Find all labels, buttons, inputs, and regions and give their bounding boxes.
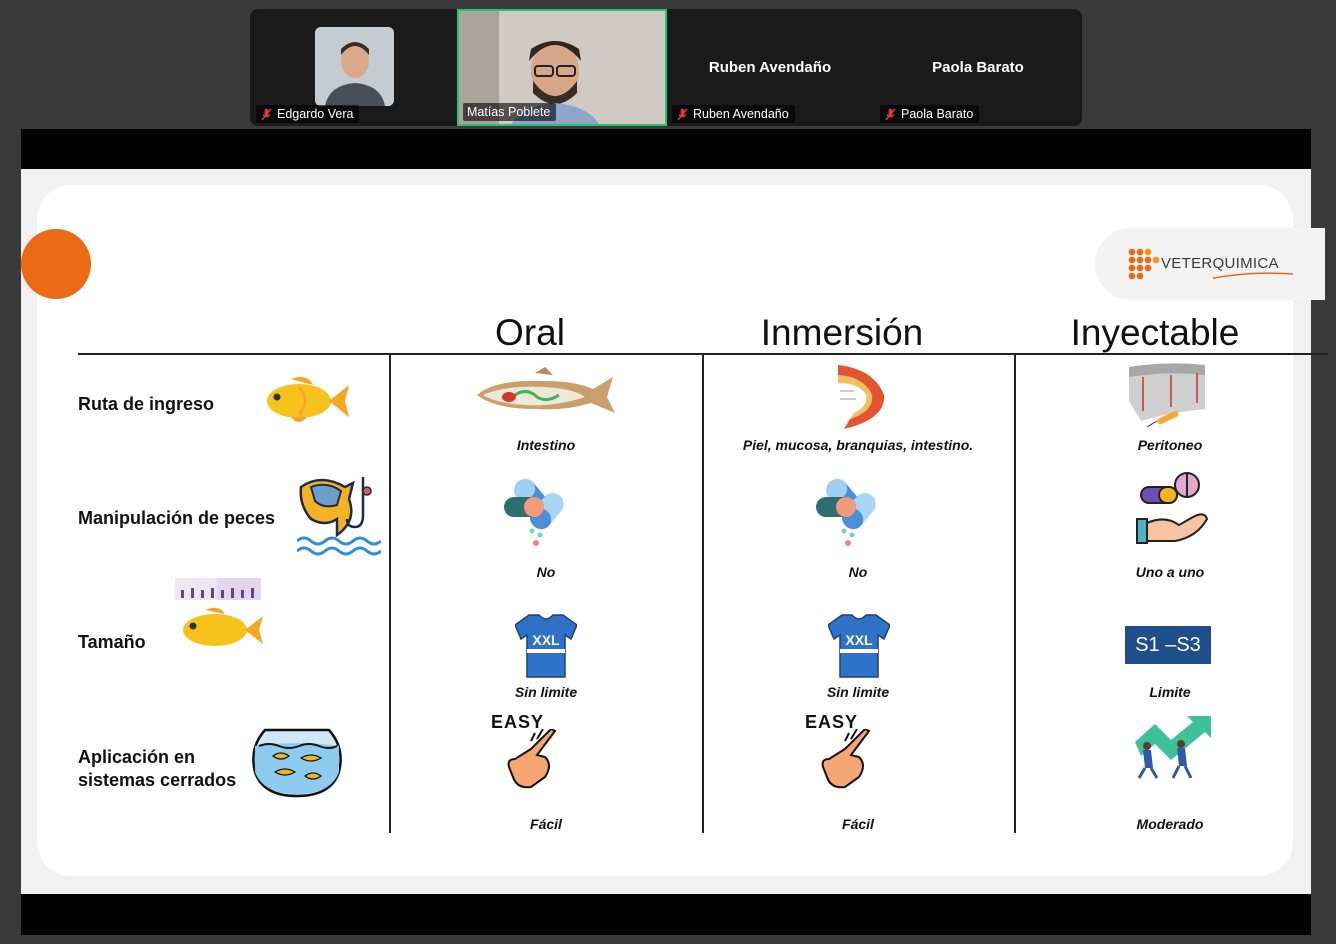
easy-label: EASY bbox=[805, 712, 859, 732]
slide-card: VETERQUIMICA Oral Inmersión Inyectable R… bbox=[21, 185, 1328, 876]
participant-tile[interactable]: Ruben Avendaño Ruben Avendaño bbox=[666, 9, 874, 126]
accent-circle bbox=[21, 229, 91, 299]
svg-text:XXL: XXL bbox=[845, 632, 873, 648]
injection-peritoneum-icon bbox=[1129, 363, 1205, 428]
participant-strip: Edgardo Vera Matías Poblete Ruben Avenda… bbox=[250, 9, 1082, 126]
pointing-hand-icon bbox=[507, 729, 557, 789]
fish-bowl-icon bbox=[252, 728, 342, 798]
active-speaker-tile[interactable]: Matías Poblete bbox=[457, 9, 667, 126]
cell-tamano-inyectable: Limite bbox=[1149, 684, 1191, 700]
pointing-hand-icon bbox=[821, 729, 871, 789]
tshirt-xxl-icon: XXL bbox=[828, 614, 890, 678]
brand-logo: VETERQUIMICA bbox=[1095, 228, 1325, 300]
participant-tile[interactable]: Edgardo Vera bbox=[250, 9, 458, 126]
slide: VETERQUIMICA Oral Inmersión Inyectable R… bbox=[21, 169, 1328, 894]
cell-ruta-inmersion: Piel, mucosa, branquias, intestino. bbox=[742, 437, 974, 453]
size-badge: S1 –S3 bbox=[1125, 626, 1211, 664]
cell-ruta-oral: Intestino bbox=[516, 437, 576, 453]
participant-name-label: Edgardo Vera bbox=[256, 105, 360, 123]
fish-hook-icon bbox=[297, 477, 381, 556]
fish-icon bbox=[267, 377, 349, 422]
logo-text: VETERQUIMICA bbox=[1161, 255, 1279, 272]
row-label-aplicacion: Aplicación en sistemas cerrados bbox=[78, 747, 237, 790]
svg-text:XXL: XXL bbox=[532, 632, 560, 648]
skin-section-icon bbox=[838, 365, 885, 429]
hand-pills-icon bbox=[1136, 472, 1209, 544]
participant-name: Ruben Avendaño bbox=[708, 59, 832, 76]
fish-anatomy-icon bbox=[477, 367, 615, 413]
shared-screen: VETERQUIMICA Oral Inmersión Inyectable R… bbox=[21, 129, 1328, 935]
mic-muted-icon bbox=[677, 107, 688, 121]
participant-video bbox=[315, 27, 394, 106]
row-label-ruta: Ruta de ingreso bbox=[78, 394, 215, 414]
mic-muted-icon bbox=[261, 107, 272, 121]
cell-aplicacion-oral: Fácil bbox=[530, 816, 562, 832]
participant-name-label: Ruben Avendaño bbox=[672, 105, 795, 123]
tshirt-xxl-icon: XXL bbox=[515, 614, 577, 678]
cell-tamano-oral: Sin limite bbox=[514, 684, 578, 700]
logo-swoosh-icon bbox=[1213, 272, 1293, 279]
cell-aplicacion-inmersion: Fácil bbox=[842, 816, 874, 832]
participant-name-label: Matías Poblete bbox=[463, 103, 557, 121]
row-label-manipulacion: Manipulación de peces bbox=[78, 508, 276, 528]
column-header-inmersion: Inmersión bbox=[760, 312, 924, 353]
pills-icon bbox=[816, 478, 876, 546]
cell-aplicacion-inyectable: Moderado bbox=[1136, 816, 1204, 832]
column-header-oral: Oral bbox=[495, 312, 565, 353]
cell-tamano-inmersion: Sin limite bbox=[826, 684, 890, 700]
column-divider bbox=[389, 353, 391, 833]
cell-manipulacion-inyectable: Uno a uno bbox=[1135, 564, 1205, 580]
pills-icon bbox=[504, 478, 564, 546]
row-label-tamano: Tamaño bbox=[78, 632, 146, 652]
participant-name-label: Paola Barato bbox=[880, 105, 980, 123]
logo-dots-icon bbox=[1128, 248, 1160, 280]
mic-muted-icon bbox=[885, 107, 896, 121]
fish-ruler-icon bbox=[175, 578, 263, 646]
easy-label: EASY bbox=[491, 712, 545, 732]
participant-name: Paola Barato bbox=[932, 59, 1024, 76]
column-divider bbox=[1014, 353, 1016, 833]
column-header-inyectable: Inyectable bbox=[1070, 312, 1240, 353]
cell-manipulacion-oral: No bbox=[536, 564, 556, 580]
teamwork-arrow-icon bbox=[1135, 716, 1211, 779]
column-divider bbox=[702, 353, 704, 833]
cell-manipulacion-inmersion: No bbox=[848, 564, 868, 580]
participant-tile[interactable]: Paola Barato Paola Barato bbox=[874, 9, 1082, 126]
cell-ruta-inyectable: Peritoneo bbox=[1137, 437, 1203, 453]
